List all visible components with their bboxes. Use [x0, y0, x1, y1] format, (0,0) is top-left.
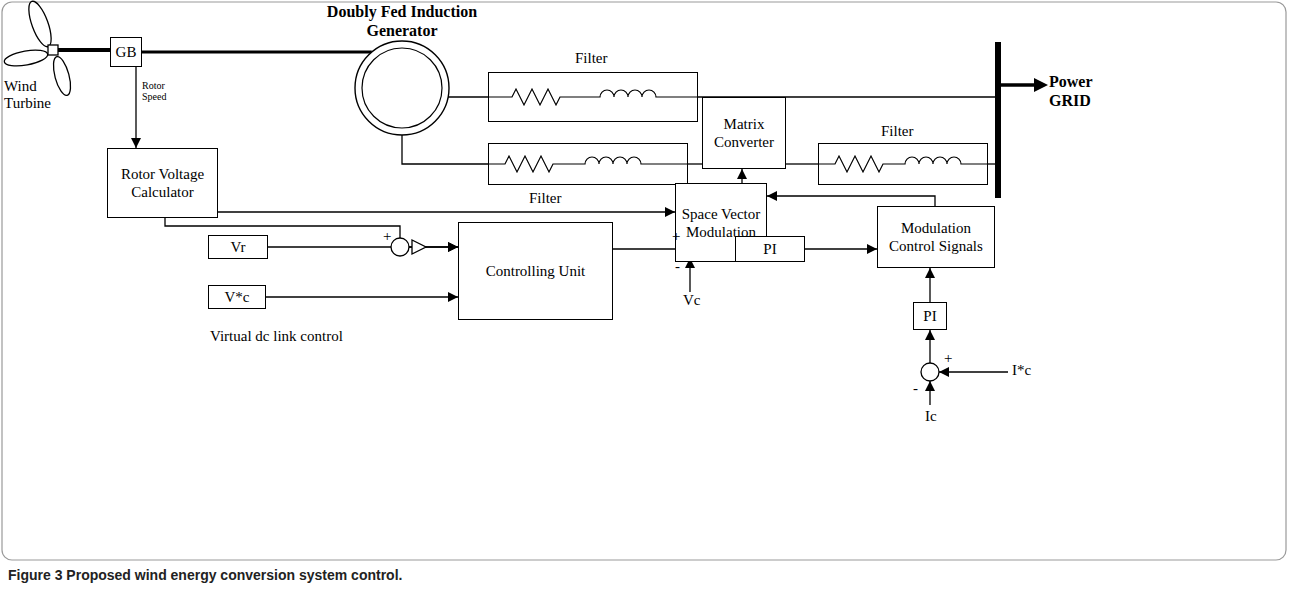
connector: [266, 296, 458, 297]
signal-name: Ic: [925, 408, 937, 425]
filter-symbols: [488, 89, 988, 172]
node-text: PI: [763, 240, 776, 258]
connector: [142, 51, 372, 54]
connector: [218, 211, 675, 212]
pi-box: PI: [913, 302, 947, 330]
signal-box: Modulation Control Signals: [877, 206, 995, 268]
turbine-shaft: [58, 48, 110, 52]
sign-label: +: [672, 228, 680, 245]
node-text: Vr: [231, 238, 246, 256]
node-text: Modulation Control Signals: [878, 219, 994, 255]
node-text: Doubly Fed Induction Generator: [312, 2, 492, 40]
pi-box: PI: [735, 236, 805, 262]
figure-caption: Figure 3 Proposed wind energy conversion…: [8, 568, 402, 583]
signal-wires: [690, 258, 1008, 405]
node-text: Filter: [575, 49, 608, 67]
sign-label: +: [383, 228, 391, 245]
grid-bus: Power GRID: [995, 42, 1125, 198]
filter-box: Filter: [488, 72, 698, 122]
gearbox-box: GB: [110, 37, 142, 67]
connector: [929, 268, 930, 302]
figure-frame: [2, 2, 1286, 560]
connector: [448, 96, 488, 97]
connector: [767, 196, 935, 206]
node-text: Matrix Converter: [703, 115, 785, 151]
generator-outline: [354, 40, 450, 136]
sign-label: -: [913, 380, 918, 397]
connector: [402, 135, 488, 164]
sign-label: +: [944, 350, 952, 367]
sign-label: -: [675, 258, 680, 275]
input-box: V*c: [208, 285, 266, 309]
node-text: Rotor Voltage Calculator: [108, 165, 217, 201]
connector: [988, 163, 995, 164]
calculator-box: Rotor Voltage Calculator: [107, 148, 218, 218]
signal-name: I*c: [1012, 362, 1031, 379]
node-text: Power GRID: [1049, 72, 1111, 110]
filter-box: Filter: [488, 143, 688, 185]
turbine-label: Wind Turbine: [4, 78, 54, 111]
node-text: Controlling Unit: [486, 262, 586, 280]
connector: [741, 169, 742, 183]
node-text: V*c: [225, 288, 250, 306]
input-box: Vr: [208, 235, 268, 259]
connector: [268, 246, 458, 247]
grid-arrow: [1000, 78, 1048, 92]
connector: [135, 67, 136, 148]
bus-bar: [995, 42, 1001, 198]
control-box: Controlling Unit: [458, 222, 613, 320]
node-text: PI: [923, 307, 936, 325]
connector: [786, 163, 818, 164]
note-label: Virtual dc link control: [210, 328, 343, 345]
edge-label: Rotor Speed: [142, 80, 178, 102]
connector: [805, 248, 877, 249]
node-text: GB: [116, 43, 137, 61]
node-text: Filter: [881, 122, 914, 140]
node-text: Filter: [529, 189, 562, 207]
generator-circle: Doubly Fed Induction Generator: [354, 40, 450, 136]
filter-box: Filter: [818, 143, 988, 185]
signal-name: Vc: [683, 292, 701, 309]
converter-box: Matrix Converter: [702, 97, 786, 169]
connector: [688, 163, 702, 164]
